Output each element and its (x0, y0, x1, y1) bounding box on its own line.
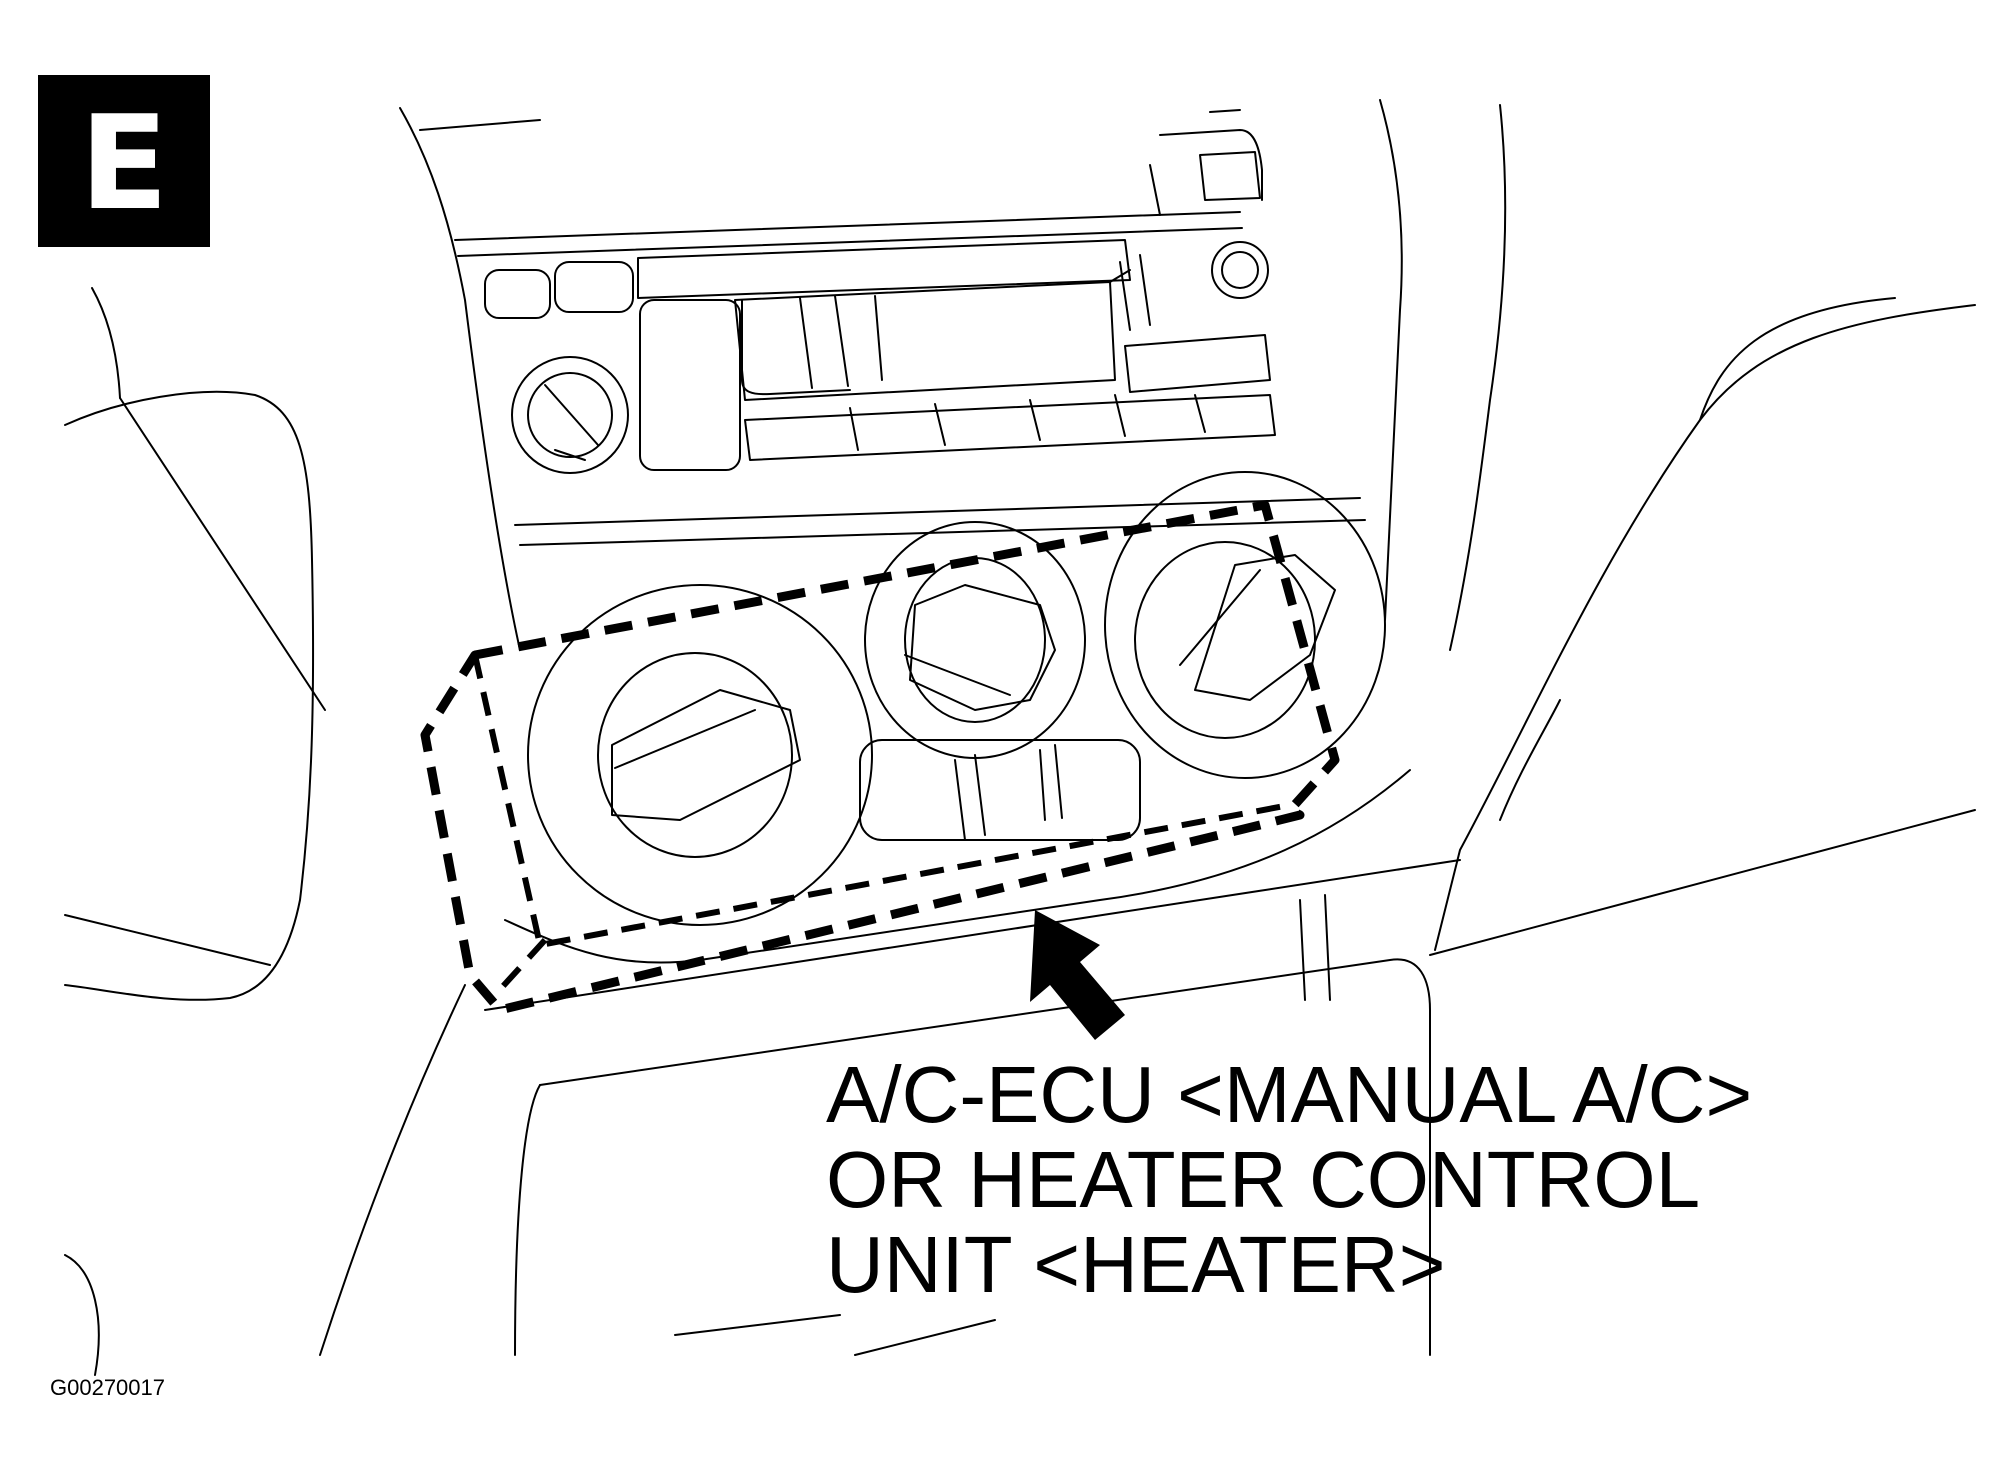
fan-dial-housing (527, 584, 873, 926)
callout-line-3: UNIT <HEATER> (826, 1220, 1445, 1309)
heater-control-panel (527, 471, 1386, 926)
mode-dial-icon (904, 557, 1046, 723)
badge-letter: E (80, 87, 169, 239)
temp-dial-icon (1134, 541, 1316, 739)
highlight-region (420, 500, 1340, 1015)
figure-id: G00270017 (50, 1375, 165, 1400)
radio-button (484, 269, 551, 319)
left-panel-outline (64, 287, 326, 1376)
pointer-arrow-icon (1030, 910, 1125, 1040)
radio-button (554, 261, 634, 313)
fan-dial-icon (597, 652, 793, 858)
temp-dial-housing (1104, 471, 1386, 779)
callout-line-1: A/C-ECU <MANUAL A/C> (826, 1050, 1752, 1139)
section-badge: E (38, 75, 210, 247)
radio-panel (639, 299, 741, 471)
tuning-knob-icon (1211, 241, 1269, 299)
lower-console-outline (319, 297, 1976, 1356)
radio-unit (484, 151, 1276, 474)
callout-label: A/C-ECU <MANUAL A/C> OR HEATER CONTROL U… (826, 1050, 1752, 1309)
console-frame (399, 99, 1507, 651)
volume-knob-icon (511, 356, 629, 474)
callout-line-2: OR HEATER CONTROL (826, 1135, 1700, 1224)
